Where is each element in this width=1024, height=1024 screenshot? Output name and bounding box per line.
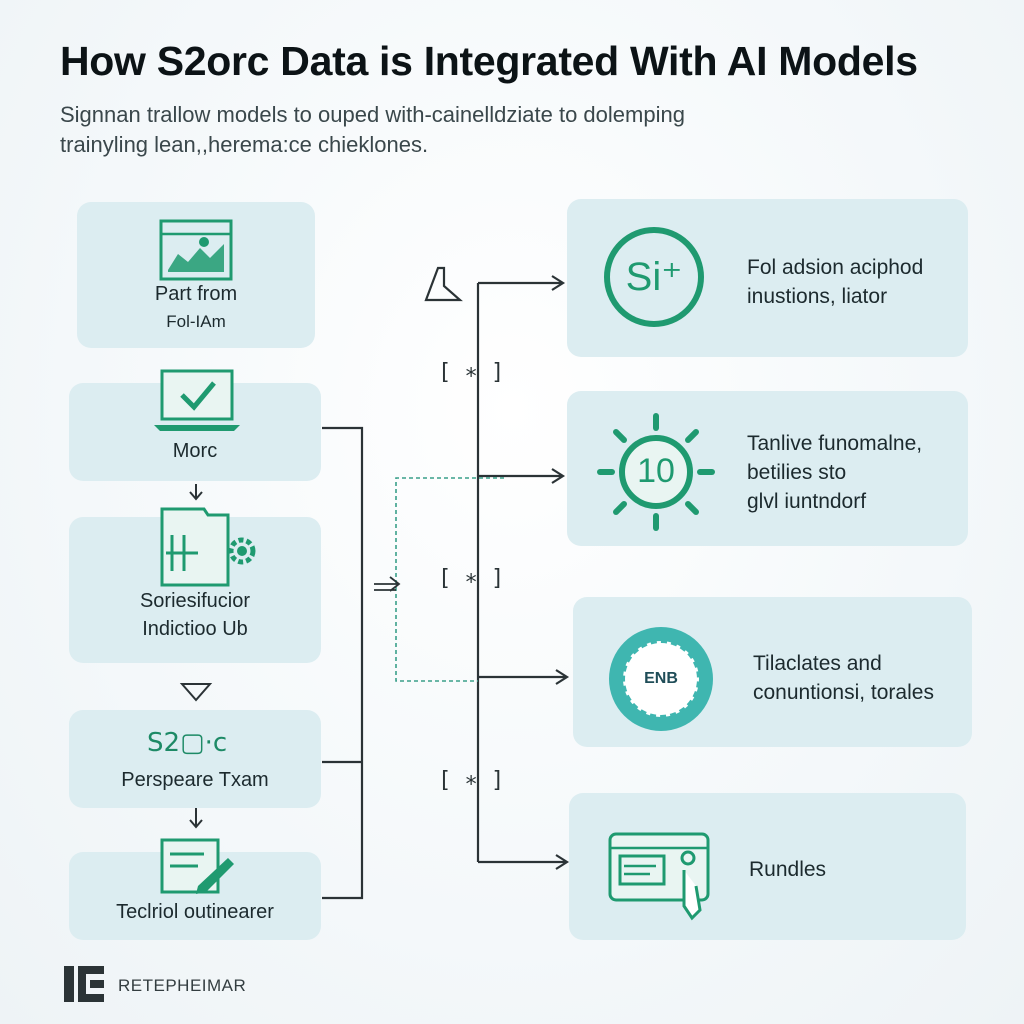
branch-arrow-3: [478, 669, 570, 685]
document-gear-icon: [160, 507, 256, 587]
right-step-2-line-1: Tanlive funomalne,: [747, 432, 923, 455]
page-title: How S2orc Data is Integrated With AI Mod…: [60, 38, 918, 84]
left-step-5-line-1: Teclriol outinearer: [116, 901, 274, 923]
laptop-check-icon: [154, 369, 240, 431]
right-step-1-line-2: inustions, liator: [747, 285, 888, 308]
bracket-label-3: [ ∗ ]: [438, 768, 505, 793]
branch-arrow-2: [478, 468, 566, 484]
map-chart-icon: [159, 219, 233, 281]
left-step-4-line-1: Perspeare Txam: [121, 769, 269, 791]
right-step-2-line-3: glvl iuntndorf: [747, 490, 867, 513]
right-step-3-text: Tilaclates and conuntionsi, torales: [753, 649, 934, 707]
s2orc-logo-text: S2▢·c: [147, 728, 228, 758]
right-step-2-text: Tanlive funomalne, betilies sto glvl iun…: [747, 429, 922, 516]
sun-gear-label: 10: [637, 452, 675, 490]
left-step-4: Perspeare Txam: [69, 710, 321, 808]
subtitle-line-2: trainyling lean,,herema:ce chieklones.: [60, 132, 429, 157]
branch-arrow-1: [478, 275, 566, 291]
bracket-label-1: [ ∗ ]: [438, 360, 505, 385]
right-step-2-line-2: betilies sto: [747, 461, 847, 484]
edit-document-icon: [160, 838, 234, 894]
hollow-arrow-down: [179, 683, 213, 702]
subtitle-line-1: Signnan trallow models to ouped with-cai…: [60, 102, 685, 127]
sun-gear-icon: [597, 413, 715, 531]
right-step-3-line-1: Tilaclates and: [753, 652, 882, 675]
open-arrow-right: [374, 576, 401, 592]
page-subtitle: Signnan trallow models to ouped with-cai…: [60, 100, 820, 160]
si-circle-label: Si⁺: [625, 255, 683, 299]
left-step-1-line-1: Part from: [154, 283, 238, 305]
si-circle-icon: Si⁺: [604, 227, 704, 327]
hook-glyph: [424, 266, 463, 302]
right-step-1-text: Fol adsion aciphod inustions, liator: [747, 253, 923, 311]
left-step-1: Part from Fol-IAm: [77, 202, 315, 348]
left-step-3-line-2: Indictioo Ub: [142, 618, 248, 640]
right-step-4-text: Rundles: [749, 855, 826, 884]
arrow-down-1: [189, 484, 203, 501]
left-step-1-line-2: Fol-IAm: [166, 312, 226, 331]
enb-badge-inner: ENB: [623, 641, 699, 717]
right-step-1-line-1: Fol adsion aciphod: [747, 256, 924, 279]
right-step-3-line-2: conuntionsi, torales: [753, 681, 934, 704]
brand-logo-icon: [64, 966, 104, 1002]
enb-badge-label: ENB: [644, 670, 678, 687]
footer-brand: RETEPHEIMAR: [118, 976, 247, 995]
enb-badge-icon: ENB: [609, 627, 713, 731]
dashboard-touch-icon: [608, 832, 710, 921]
dashed-loop: [395, 477, 504, 682]
arrow-down-3: [189, 808, 203, 829]
left-step-3-line-1: Soriesifucior: [139, 590, 251, 612]
bracket-label-2: [ ∗ ]: [438, 566, 505, 591]
right-step-4-line-1: Rundles: [749, 858, 827, 881]
branch-arrow-4: [478, 854, 570, 870]
left-step-2-line-1: Morc: [172, 440, 218, 462]
left-collector-line: [322, 426, 364, 900]
